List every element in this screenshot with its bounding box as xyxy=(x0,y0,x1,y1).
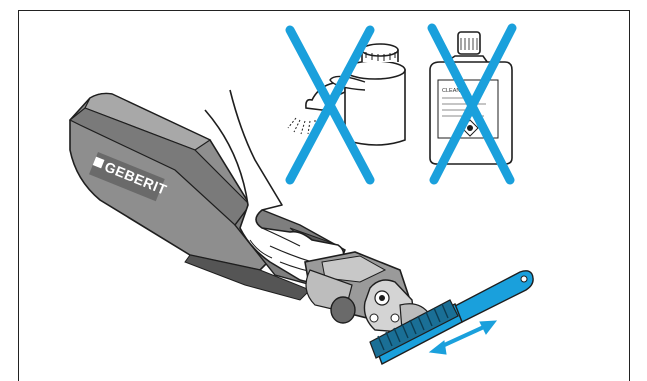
bottle-label-title: CLEAN xyxy=(442,88,460,94)
